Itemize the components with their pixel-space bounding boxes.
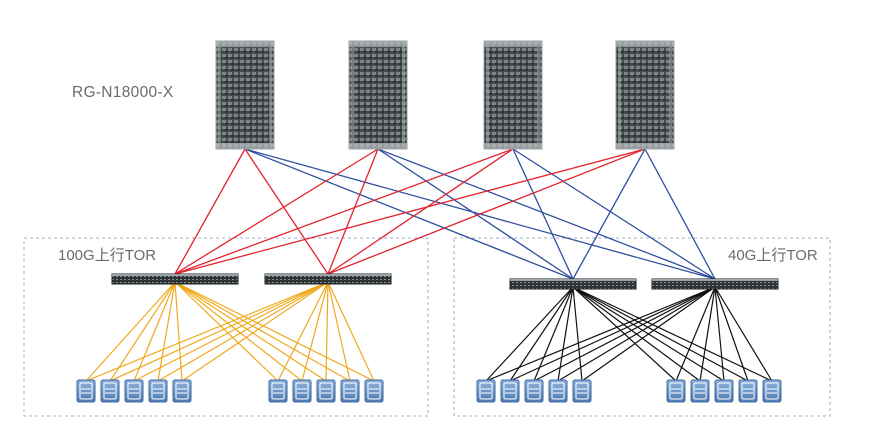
downlink-tor3-server4 bbox=[557, 286, 574, 382]
uplink-core3-tor4 bbox=[512, 148, 716, 280]
storage-server-icon bbox=[340, 379, 360, 403]
uplink-core2-tor2 bbox=[327, 148, 379, 275]
uplink-core2-tor1 bbox=[174, 148, 379, 275]
left-group-box bbox=[23, 237, 429, 417]
left-group-title: 100G上行TOR bbox=[58, 247, 157, 264]
storage-server-icon bbox=[148, 379, 168, 403]
downlink-tor4-server4 bbox=[557, 286, 716, 382]
right-group-box bbox=[453, 237, 831, 417]
uplink-core4-tor1 bbox=[174, 148, 646, 275]
storage-server-icon bbox=[172, 379, 192, 403]
uplink-core3-tor3 bbox=[512, 148, 574, 280]
downlink-tor1-server3 bbox=[133, 281, 176, 382]
downlink-tor2-server4 bbox=[157, 281, 329, 382]
downlink-tor1-server7 bbox=[174, 281, 303, 382]
uplink-core4-tor4 bbox=[644, 148, 716, 280]
downlink-tor2-server7 bbox=[301, 281, 329, 382]
storage-server-icon bbox=[268, 379, 288, 403]
uplink-core1-tor3 bbox=[244, 148, 574, 280]
storage-server-icon bbox=[666, 379, 686, 403]
downlink-tor1-server9 bbox=[174, 281, 351, 382]
downlink-tor3-server10 bbox=[572, 286, 773, 382]
downlink-tor2-server9 bbox=[327, 281, 351, 382]
storage-server-icon bbox=[100, 379, 120, 403]
downlink-tor4-server6 bbox=[675, 286, 716, 382]
downlink-tor2-server6 bbox=[277, 281, 329, 382]
downlink-tor2-server3 bbox=[133, 281, 329, 382]
uplink-core2-tor3 bbox=[377, 148, 574, 280]
storage-server-icon bbox=[690, 379, 710, 403]
downlink-tor1-server2 bbox=[109, 281, 176, 382]
downlink-tor2-server10 bbox=[327, 281, 375, 382]
downlink-tor4-server1 bbox=[485, 286, 716, 382]
uplink-core3-tor1 bbox=[174, 148, 514, 275]
downlink-tor3-server5 bbox=[572, 286, 583, 382]
core-chassis-icon bbox=[215, 40, 275, 150]
storage-server-icon bbox=[476, 379, 496, 403]
downlink-tor1-server8 bbox=[174, 281, 327, 382]
storage-server-icon bbox=[364, 379, 384, 403]
tor-switch-icon bbox=[651, 278, 779, 290]
downlink-tor4-server10 bbox=[714, 286, 773, 382]
core-chassis-icon bbox=[483, 40, 543, 150]
downlink-tor2-server1 bbox=[85, 281, 329, 382]
storage-server-icon bbox=[762, 379, 782, 403]
storage-server-icon bbox=[124, 379, 144, 403]
uplink-core4-tor3 bbox=[572, 148, 646, 280]
storage-server-icon bbox=[76, 379, 96, 403]
downlink-tor1-server10 bbox=[174, 281, 375, 382]
downlink-tor4-server5 bbox=[581, 286, 716, 382]
downlink-tor1-server5 bbox=[174, 281, 183, 382]
storage-server-icon bbox=[738, 379, 758, 403]
link-layer bbox=[85, 148, 773, 382]
storage-server-icon bbox=[524, 379, 544, 403]
tor-switch-icon bbox=[509, 278, 637, 290]
downlink-tor4-server8 bbox=[714, 286, 725, 382]
downlink-tor1-server1 bbox=[85, 281, 176, 382]
tor-switch-icon bbox=[111, 273, 239, 285]
uplink-core3-tor2 bbox=[327, 148, 514, 275]
uplink-core2-tor4 bbox=[377, 148, 716, 280]
downlink-tor3-server1 bbox=[485, 286, 574, 382]
downlink-tor3-server2 bbox=[509, 286, 574, 382]
storage-server-icon bbox=[714, 379, 734, 403]
storage-server-icon bbox=[500, 379, 520, 403]
downlink-tor4-server3 bbox=[533, 286, 716, 382]
downlink-tor2-server5 bbox=[181, 281, 329, 382]
right-group-title: 40G上行TOR bbox=[728, 247, 818, 264]
storage-server-icon bbox=[316, 379, 336, 403]
core-chassis-icon bbox=[348, 40, 408, 150]
downlink-tor4-server7 bbox=[699, 286, 716, 382]
uplink-core1-tor1 bbox=[174, 148, 246, 275]
storage-server-icon bbox=[548, 379, 568, 403]
uplink-core1-tor2 bbox=[244, 148, 329, 275]
downlink-tor1-server6 bbox=[174, 281, 279, 382]
downlink-tor1-server4 bbox=[157, 281, 176, 382]
storage-server-icon bbox=[292, 379, 312, 403]
downlink-tor4-server2 bbox=[509, 286, 716, 382]
downlink-tor3-server9 bbox=[572, 286, 749, 382]
downlink-tor3-server3 bbox=[533, 286, 574, 382]
downlink-tor4-server9 bbox=[714, 286, 749, 382]
uplink-core4-tor2 bbox=[327, 148, 646, 275]
downlink-tor2-server2 bbox=[109, 281, 329, 382]
tor-switch-icon bbox=[264, 273, 392, 285]
core-switch-model-label: RG-N18000-X bbox=[72, 84, 174, 101]
downlink-tor2-server8 bbox=[325, 281, 329, 382]
storage-server-icon bbox=[572, 379, 592, 403]
node-layer bbox=[76, 40, 782, 403]
core-chassis-icon bbox=[615, 40, 675, 150]
